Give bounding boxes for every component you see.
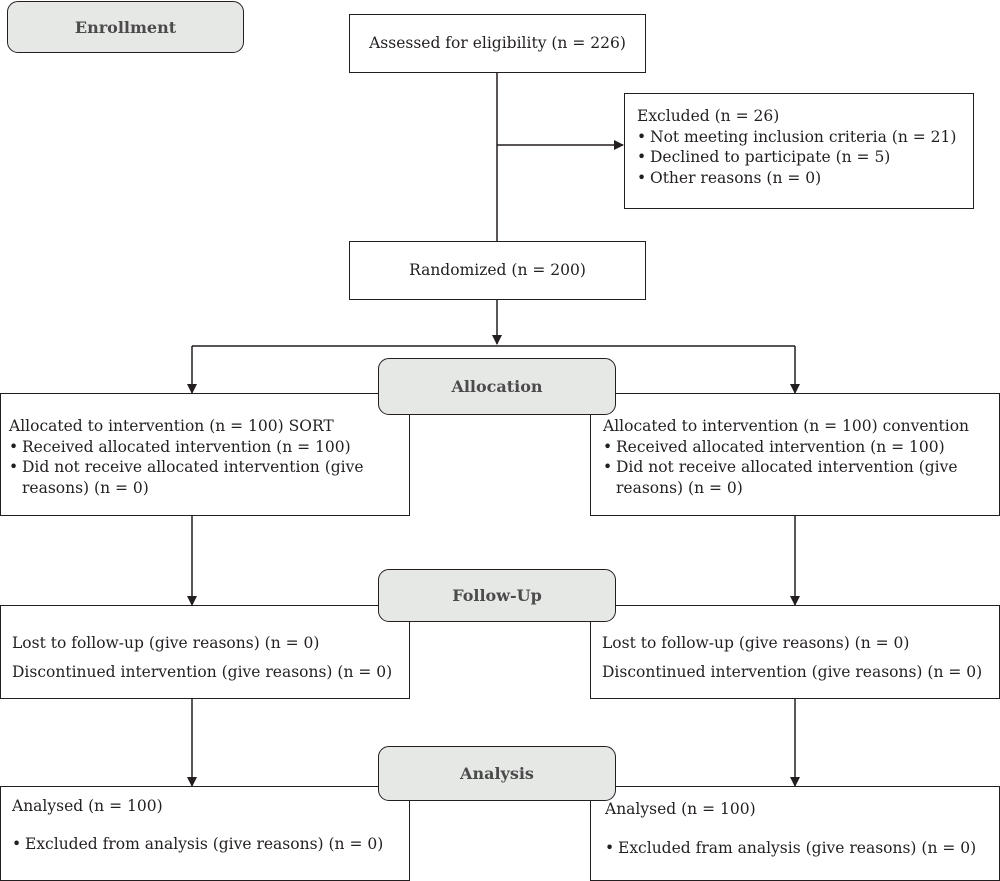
followup-left-box: Lost to follow-up (give reasons) (n = 0)… [0,605,410,699]
analysis-right-excluded: Excluded fram analysis (give reasons) (n… [605,838,999,859]
allocation-right-title: Allocated to intervention (n = 100) conv… [603,417,970,435]
stage-allocation: Allocation [378,358,616,415]
stage-allocation-label: Allocation [451,377,543,396]
analysis-right-analysed: Analysed (n = 100) [605,800,756,818]
followup-left-lost: Lost to follow-up (give reasons) (n = 0) [12,634,320,652]
stage-analysis: Analysis [378,746,616,801]
allocation-left-not-received: Did not receive allocated intervention (… [9,457,409,478]
followup-right-discontinued: Discontinued intervention (give reasons)… [602,663,983,681]
excluded-title: Excluded (n = 26) [637,107,780,125]
allocation-right-not-received-cont: reasons) (n = 0) [616,478,743,497]
randomized-text: Randomized (n = 200) [409,261,586,280]
analysis-left-box: Analysed (n = 100) Excluded from analysi… [0,786,410,881]
allocation-left-title: Allocated to intervention (n = 100) SORT [9,417,334,435]
analysis-right-box: Analysed (n = 100) Excluded fram analysi… [590,786,1000,881]
followup-left-discontinued: Discontinued intervention (give reasons)… [12,663,393,681]
stage-analysis-label: Analysis [460,764,534,783]
stage-enrollment: Enrollment [7,1,244,53]
stage-follow-up-label: Follow-Up [452,586,542,605]
stage-enrollment-label: Enrollment [74,17,177,37]
excluded-item: Not meeting inclusion criteria (n = 21) [637,127,973,148]
allocation-right-not-received: Did not receive allocated intervention (… [603,457,999,478]
stage-follow-up: Follow-Up [378,569,616,622]
followup-right-box: Lost to follow-up (give reasons) (n = 0)… [590,605,1000,699]
assessed-text: Assessed for eligibility (n = 226) [369,34,626,53]
analysis-left-analysed: Analysed (n = 100) [12,797,163,815]
assessed-box: Assessed for eligibility (n = 226) [349,14,646,73]
excluded-item: Declined to participate (n = 5) [637,147,973,168]
excluded-item: Other reasons (n = 0) [637,168,973,189]
analysis-left-excluded: Excluded from analysis (give reasons) (n… [12,834,409,855]
allocation-left-received: Received allocated intervention (n = 100… [9,437,409,458]
excluded-box: Excluded (n = 26) Not meeting inclusion … [624,93,974,209]
allocation-left-box: Allocated to intervention (n = 100) SORT… [0,393,410,516]
allocation-left-not-received-cont: reasons) (n = 0) [22,478,149,497]
followup-right-lost: Lost to follow-up (give reasons) (n = 0) [602,634,910,652]
randomized-box: Randomized (n = 200) [349,241,646,300]
allocation-right-box: Allocated to intervention (n = 100) conv… [590,393,1000,516]
allocation-right-received: Received allocated intervention (n = 100… [603,437,999,458]
